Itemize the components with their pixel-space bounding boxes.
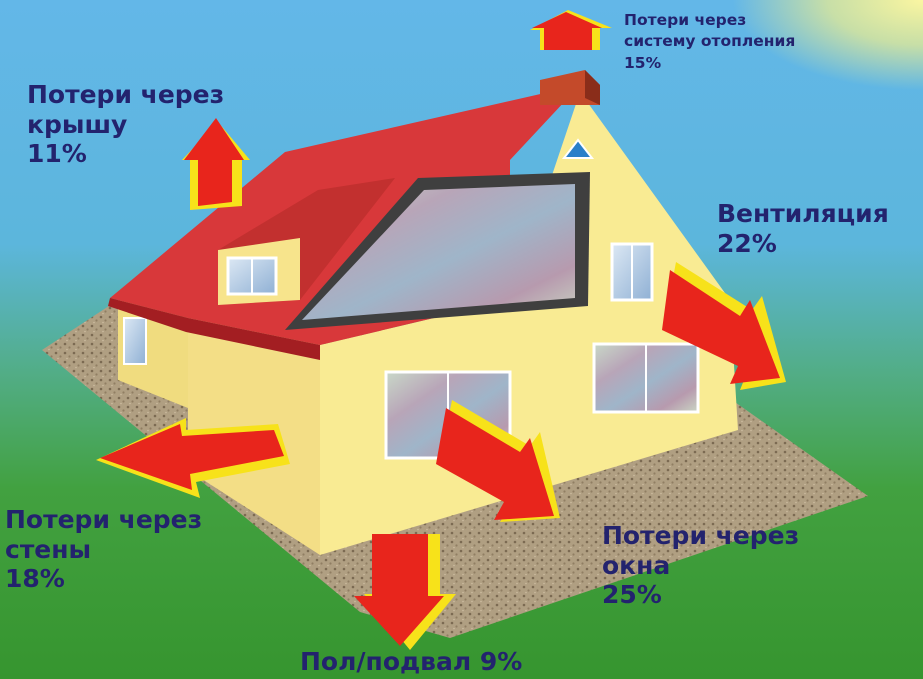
ventilation-loss-value: 22% — [717, 228, 777, 258]
floor-loss-text: Пол/подвал 9% — [300, 647, 523, 676]
roof-loss-line1: Потери через — [27, 80, 225, 109]
heating-loss-label: Потери через систему отопления 15% — [624, 10, 795, 74]
windows-loss-label: Потери через окна 25% — [602, 521, 799, 610]
walls-loss-label: Потери через стены 18% — [5, 505, 202, 594]
floor-loss-arrow — [354, 534, 456, 650]
windows-loss-line1: Потери через — [602, 521, 800, 550]
ventilation-loss-arrow — [662, 262, 786, 390]
windows-loss-arrow — [436, 400, 560, 522]
roof-loss-line2: крышу — [27, 109, 128, 139]
windows-loss-value: 25% — [602, 580, 662, 609]
floor-loss-label: Пол/подвал 9% — [300, 647, 522, 677]
roof-loss-arrow — [182, 118, 250, 210]
heating-loss-arrow — [530, 10, 612, 50]
roof-loss-label: Потери через крышу 11% — [27, 80, 224, 169]
heating-loss-value: 15% — [624, 53, 662, 72]
walls-loss-arrow — [96, 418, 290, 498]
ventilation-loss-label: Вентиляция 22% — [717, 199, 889, 258]
ventilation-loss-line1: Вентиляция — [717, 199, 889, 228]
walls-loss-line2: стены — [5, 534, 92, 564]
windows-loss-line2: окна — [602, 550, 671, 580]
heating-loss-line2: систему отопления — [624, 32, 796, 51]
heating-loss-line1: Потери через — [624, 11, 747, 29]
walls-loss-line1: Потери через — [5, 505, 203, 534]
roof-loss-value: 11% — [27, 139, 87, 168]
walls-loss-value: 18% — [5, 564, 65, 593]
